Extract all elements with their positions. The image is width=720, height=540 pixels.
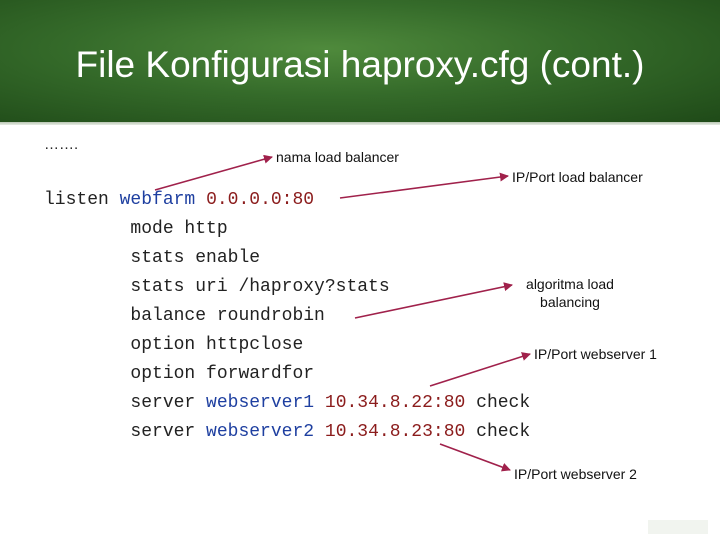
code-check-keyword: check [476,422,531,442]
annotation-name: nama load balancer [276,149,399,165]
code-server-keyword: server [130,393,196,413]
annotation-algorithm-line2: balancing [540,294,600,310]
code-balance-line: balance roundrobin [130,306,325,326]
code-block: listen webfarm 0.0.0.0:80 mode http stat… [44,186,530,447]
annotation-algorithm-line1: algoritma load [526,276,614,292]
arrow-ip-port-ws2 [439,443,511,472]
code-stats-enable-line: stats enable [130,248,261,268]
code-webserver2-address: 10.34.8.23:80 [324,422,466,442]
annotation-ip-port-ws2: IP/Port webserver 2 [514,466,637,482]
annotation-algorithm: algoritma load balancing [508,275,632,311]
code-option-httpclose-line: option httpclose [130,335,304,355]
code-webserver1-address: 10.34.8.22:80 [324,393,466,413]
arrow-ip-port-lb [339,172,509,199]
code-check-keyword: check [476,393,531,413]
annotation-ip-port-lb: IP/Port load balancer [512,169,643,185]
code-listen-address: 0.0.0.0:80 [206,190,315,210]
corner-watermark [648,520,708,534]
header-divider [0,122,720,125]
code-webserver1-name: webserver1 [206,393,315,413]
arrow-ip-port-ws1 [429,352,531,387]
code-listen-keyword: listen [44,190,109,210]
annotation-ip-port-ws1: IP/Port webserver 1 [534,346,657,362]
code-option-forwardfor-line: option forwardfor [130,364,315,384]
code-stats-uri-line: stats uri /haproxy?stats [130,277,390,297]
arrow-algorithm [354,282,513,319]
code-webserver2-name: webserver2 [206,422,315,442]
code-listen-name: webfarm [119,190,196,210]
ellipsis-text: ……. [44,136,79,153]
arrow-name [154,154,273,191]
code-server-keyword: server [130,422,196,442]
slide-title: File Konfigurasi haproxy.cfg (cont.) [75,44,645,85]
slide-header: File Konfigurasi haproxy.cfg (cont.) [0,0,720,122]
code-mode-line: mode http [130,219,228,239]
